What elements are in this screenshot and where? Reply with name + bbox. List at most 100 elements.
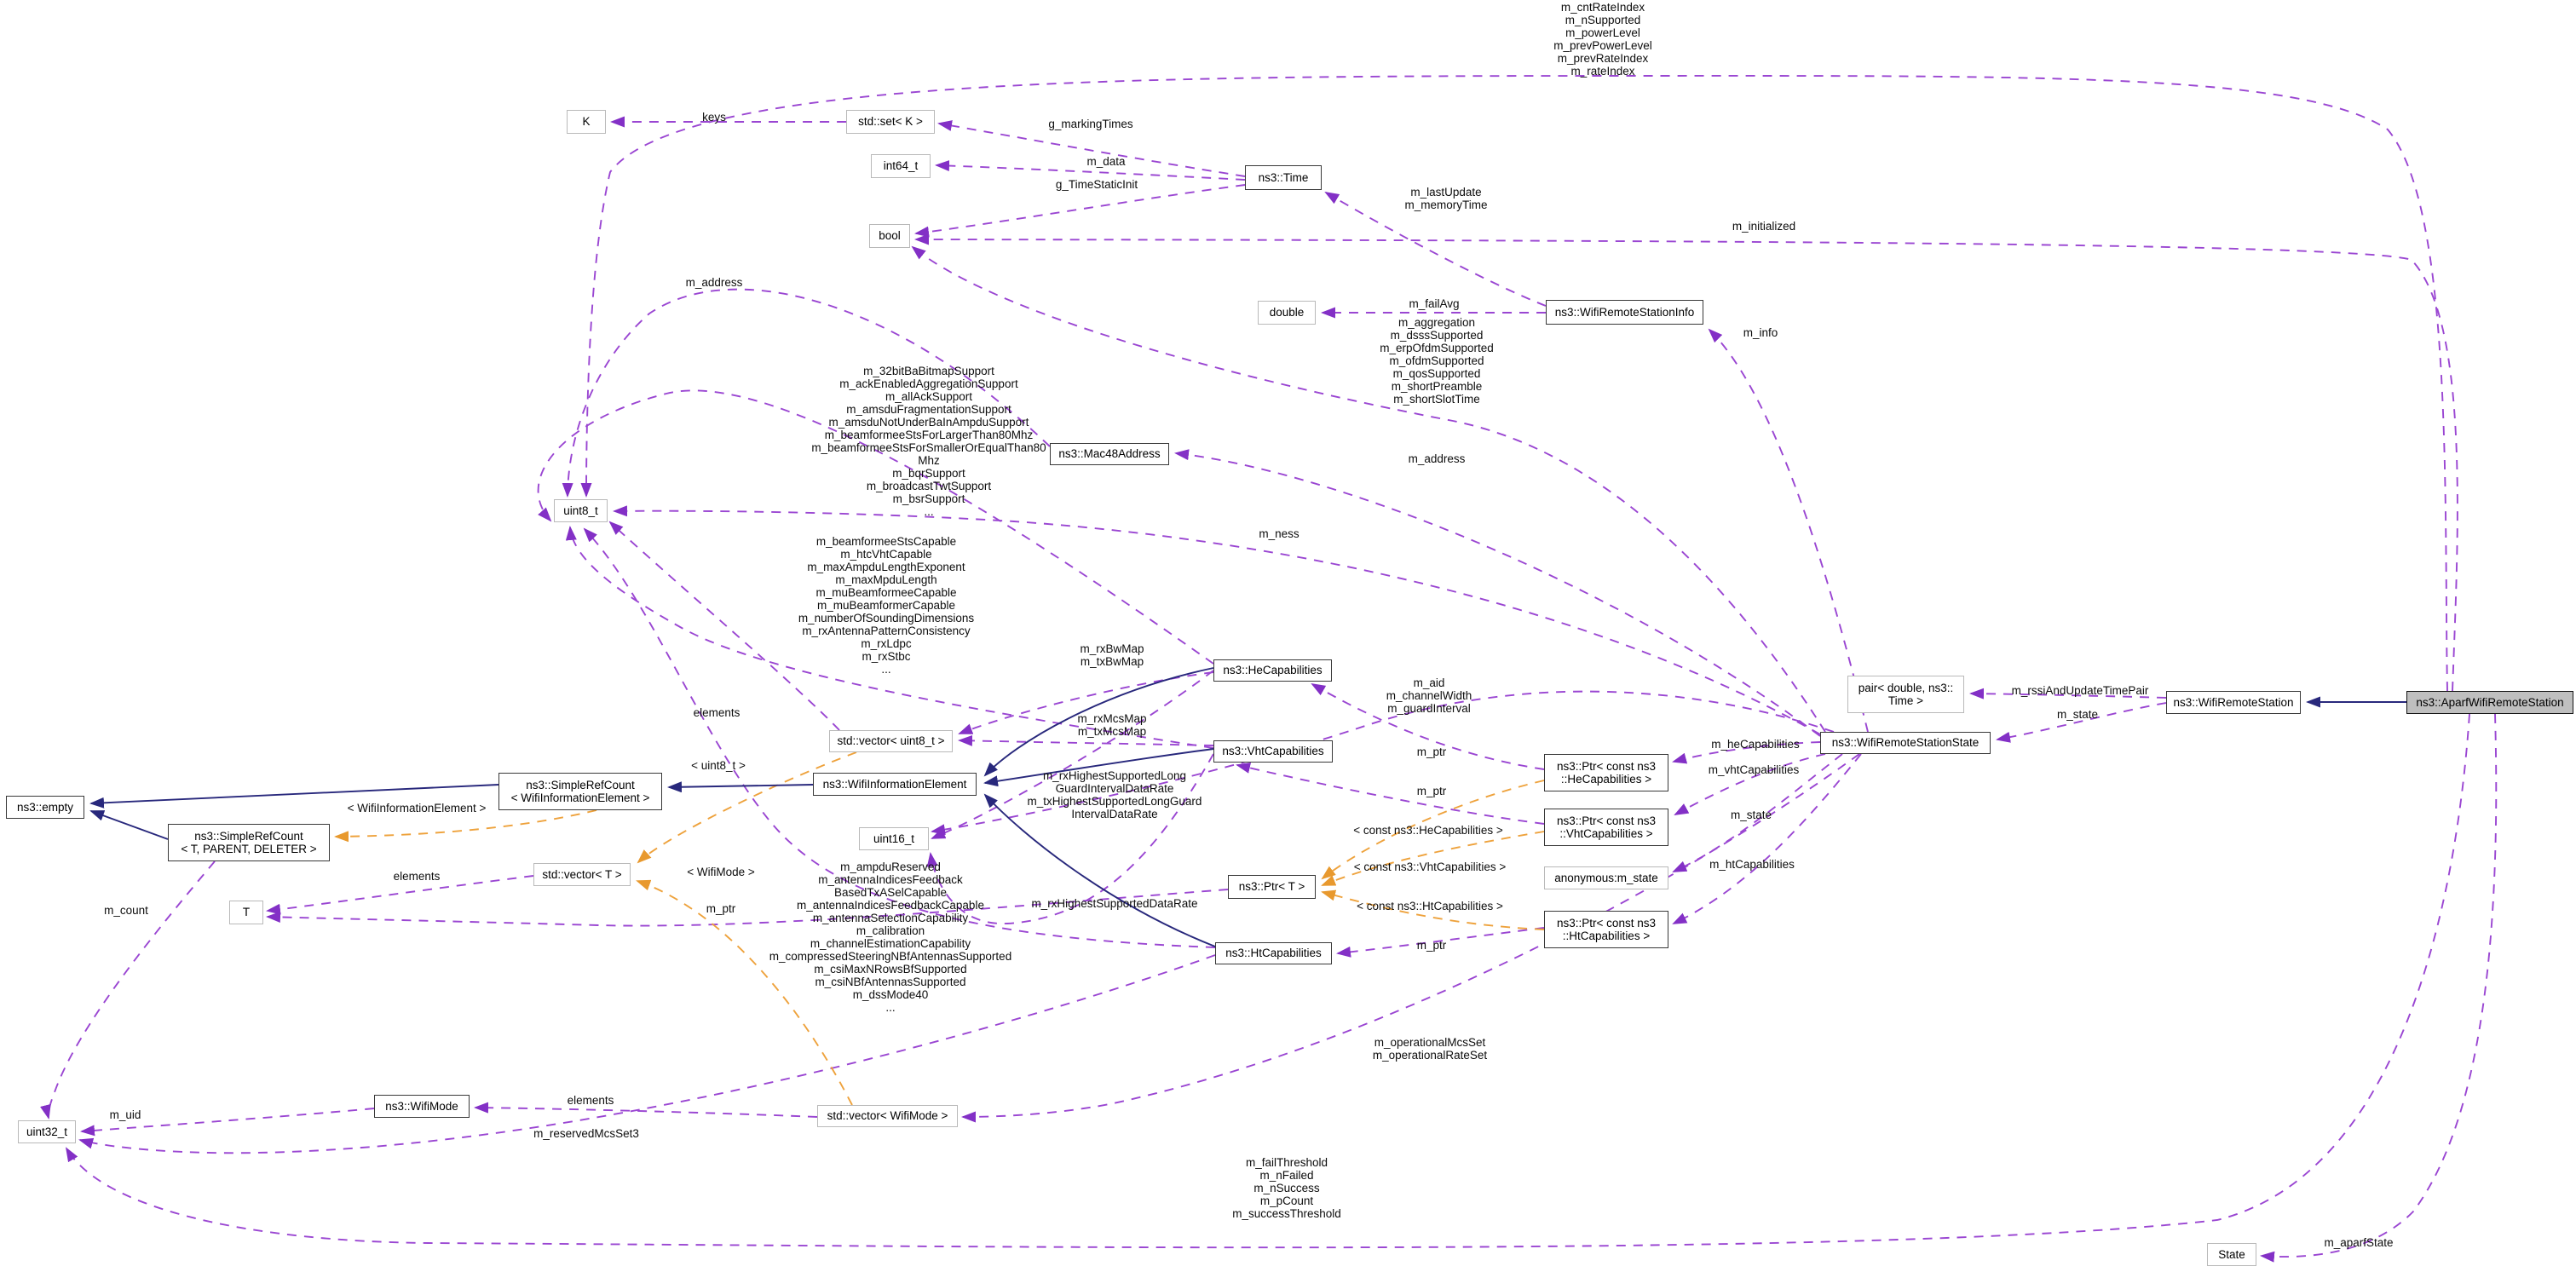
edge-wrss-to-anon-mstate (1672, 753, 1843, 872)
class-node-u8[interactable]: uint8_t (554, 499, 608, 522)
edge-label-m_ptr-vht: m_ptr (1416, 785, 1447, 797)
class-node-ptrht[interactable]: ns3::Ptr< const ns3 ::HtCapabilities > (1544, 911, 1668, 948)
class-node-vecmode[interactable]: std::vector< WifiMode > (817, 1105, 958, 1127)
edge-ptrT-to-T-mptr (266, 889, 1229, 927)
edge-label-m_initialized: m_initialized (1732, 220, 1796, 233)
edge-label-state-vecmode-fields: m_operationalMcsSet m_operationalRateSet (1372, 1036, 1488, 1062)
edge-label-info-time-fields: m_lastUpdate m_memoryTime (1404, 186, 1488, 211)
edge-wrss-to-vecmode-opsets (961, 753, 1860, 1123)
edge-aparf-to-u8-rateidx (580, 75, 2448, 692)
edge-wrss-to-ptrhe (1672, 741, 1821, 764)
edge-label-tmpl-ht: < const ns3::HtCapabilities > (1357, 900, 1503, 912)
class-node-ptrhe[interactable]: ns3::Ptr< const ns3 ::HeCapabilities > (1544, 754, 1668, 791)
edge-label-m_failAvg: m_failAvg (1409, 297, 1460, 310)
class-node-vht[interactable]: ns3::VhtCapabilities (1213, 740, 1333, 763)
edge-srctpd-to-u32-mcount (40, 860, 216, 1119)
edge-wrss-to-u16-aid (931, 690, 1835, 836)
edge-label-m_reservedMcsSet3: m_reservedMcsSet3 (533, 1127, 639, 1140)
class-node-info[interactable]: ns3::WifiRemoteStationInfo (1546, 300, 1703, 325)
edge-wrss-to-ptrht (1672, 753, 1862, 924)
edge-ptrvht-to-ptrT-tmpl (1321, 831, 1545, 886)
class-node-mode[interactable]: ns3::WifiMode (374, 1095, 470, 1118)
edge-info-to-time-lastupdate (1324, 191, 1547, 307)
class-node-statebox[interactable]: State (2207, 1243, 2256, 1266)
edge-label-tmpl-uint8: < uint8_t > (691, 759, 746, 772)
edge-srctpd-inherits-empty (89, 810, 169, 840)
edge-label-m_data: m_data (1086, 155, 1126, 168)
class-node-he[interactable]: ns3::HeCapabilities (1213, 659, 1332, 682)
edge-ht-inherits-wie (983, 793, 1216, 947)
class-node-srcwie[interactable]: ns3::SimpleRefCount < WifiInformationEle… (498, 773, 662, 810)
class-node-double[interactable]: double (1258, 301, 1316, 325)
edge-label-m_uid: m_uid (109, 1108, 141, 1121)
edge-label-m_ptr-vecT: m_ptr (706, 902, 736, 915)
edge-ptrht-to-ptrT-tmpl (1321, 889, 1545, 930)
edge-label-m_ptr-ht: m_ptr (1416, 939, 1447, 952)
edge-aparf-to-statebox (2260, 713, 2498, 1263)
edge-label-elements-vecT: elements (393, 870, 441, 883)
edge-label-elements-vecmode: elements (567, 1094, 614, 1107)
class-node-vec8[interactable]: std::vector< uint8_t > (829, 730, 953, 752)
edge-mac-to-u8-address (562, 288, 1051, 498)
class-node-wrss[interactable]: ns3::WifiRemoteStationState (1820, 732, 1991, 754)
edge-vecT-to-T-elements (266, 875, 534, 915)
class-node-srctpd[interactable]: ns3::SimpleRefCount < T, PARENT, DELETER… (168, 824, 330, 861)
edge-label-g_TimeStaticInit: g_TimeStaticInit (1055, 178, 1138, 191)
class-node-ht[interactable]: ns3::HtCapabilities (1215, 942, 1332, 964)
class-node-u32[interactable]: uint32_t (18, 1120, 76, 1143)
edge-he-to-u16-gi (931, 670, 1214, 839)
edge-vht-to-u8-fields (565, 526, 1214, 749)
edge-time-to-bool-staticinit (914, 184, 1246, 238)
edge-vht-inherits-wie (983, 748, 1214, 787)
class-node-T[interactable]: T (229, 901, 263, 924)
edge-label-vht-u8-fields: m_beamformeeStsCapable m_htcVhtCapable m… (798, 535, 975, 676)
class-node-ptrvht[interactable]: ns3::Ptr< const ns3 ::VhtCapabilities > (1544, 809, 1668, 846)
edge-label-state-u16-fields: m_aid m_channelWidth m_guardInterval (1386, 676, 1472, 715)
class-node-vecT[interactable]: std::vector< T > (533, 863, 631, 886)
edge-label-elements-vec8: elements (693, 706, 741, 719)
edge-label-tmpl-wifimode: < WifiMode > (687, 866, 755, 878)
edge-ht-to-u8-fields (583, 527, 1216, 948)
edge-label-g_markingTimes: g_markingTimes (1048, 118, 1133, 130)
edge-label-m_aparfState: m_aparfState (2324, 1236, 2394, 1249)
edge-he-to-u8-fields (537, 389, 1214, 665)
edge-label-m_info: m_info (1743, 326, 1778, 339)
edge-label-tmpl-wie: < WifiInformationElement > (347, 802, 487, 814)
class-node-time[interactable]: ns3::Time (1245, 165, 1322, 190)
edge-label-tmpl-he: < const ns3::HeCapabilities > (1353, 824, 1503, 837)
class-node-wie[interactable]: ns3::WifiInformationElement (813, 773, 977, 796)
class-node-int64[interactable]: int64_t (871, 154, 931, 178)
class-node-empty[interactable]: ns3::empty (6, 796, 84, 819)
edge-label-m_address-mac-u8: m_address (685, 276, 743, 289)
class-node-u16[interactable]: uint16_t (859, 827, 929, 850)
edge-vec8-to-vecT-tmpl (637, 751, 857, 864)
class-node-bool[interactable]: bool (869, 224, 910, 248)
class-node-aparf[interactable]: ns3::AparfWifiRemoteStation (2406, 691, 2573, 714)
edge-label-m_heCapabilities: m_heCapabilities (1711, 738, 1800, 751)
edge-aparf-to-u32-counters (65, 713, 2470, 1249)
edge-wrs-to-wrss-mstate (1996, 702, 2167, 743)
edge-wrss-to-ptrvht (1674, 753, 1826, 815)
edge-label-m_rssiAndUpdateTimePair: m_rssiAndUpdateTimePair (2011, 684, 2149, 697)
edge-vec8-to-u8-elements (608, 521, 840, 731)
edge-label-keys: keys (702, 111, 726, 124)
class-node-anon[interactable]: anonymous:m_state (1544, 866, 1668, 889)
edge-label-ht-fields: m_ampduReserved m_antennaIndicesFeedback… (769, 860, 1012, 1014)
edge-label-he-u8-fields: m_32bitBaBitmapSupport m_ackEnabledAggre… (811, 365, 1046, 518)
class-node-pair[interactable]: pair< double, ns3:: Time > (1847, 676, 1964, 713)
class-node-mac[interactable]: ns3::Mac48Address (1050, 443, 1169, 465)
edge-time-to-int64-mdata (935, 160, 1246, 181)
edge-time-to-setk-markingtimes (937, 120, 1246, 177)
class-node-ptrT[interactable]: ns3::Ptr< T > (1228, 875, 1316, 899)
class-node-k[interactable]: K (567, 110, 606, 134)
edge-label-m_address-state: m_address (1408, 452, 1466, 465)
class-node-wrs[interactable]: ns3::WifiRemoteStation (2166, 691, 2301, 714)
class-node-setk[interactable]: std::set< K > (846, 110, 935, 134)
edge-label-m_htCapabilities: m_htCapabilities (1709, 858, 1795, 871)
edge-label-m_rxHighestSupportedDataRate: m_rxHighestSupportedDataRate (1031, 897, 1198, 910)
edge-srcwie-inherits-empty (89, 784, 499, 809)
edge-vecmode-to-vecT-tmpl (636, 879, 853, 1106)
edge-label-he-u16-fields: m_rxHighestSupportedLong GuardIntervalDa… (1027, 769, 1202, 820)
